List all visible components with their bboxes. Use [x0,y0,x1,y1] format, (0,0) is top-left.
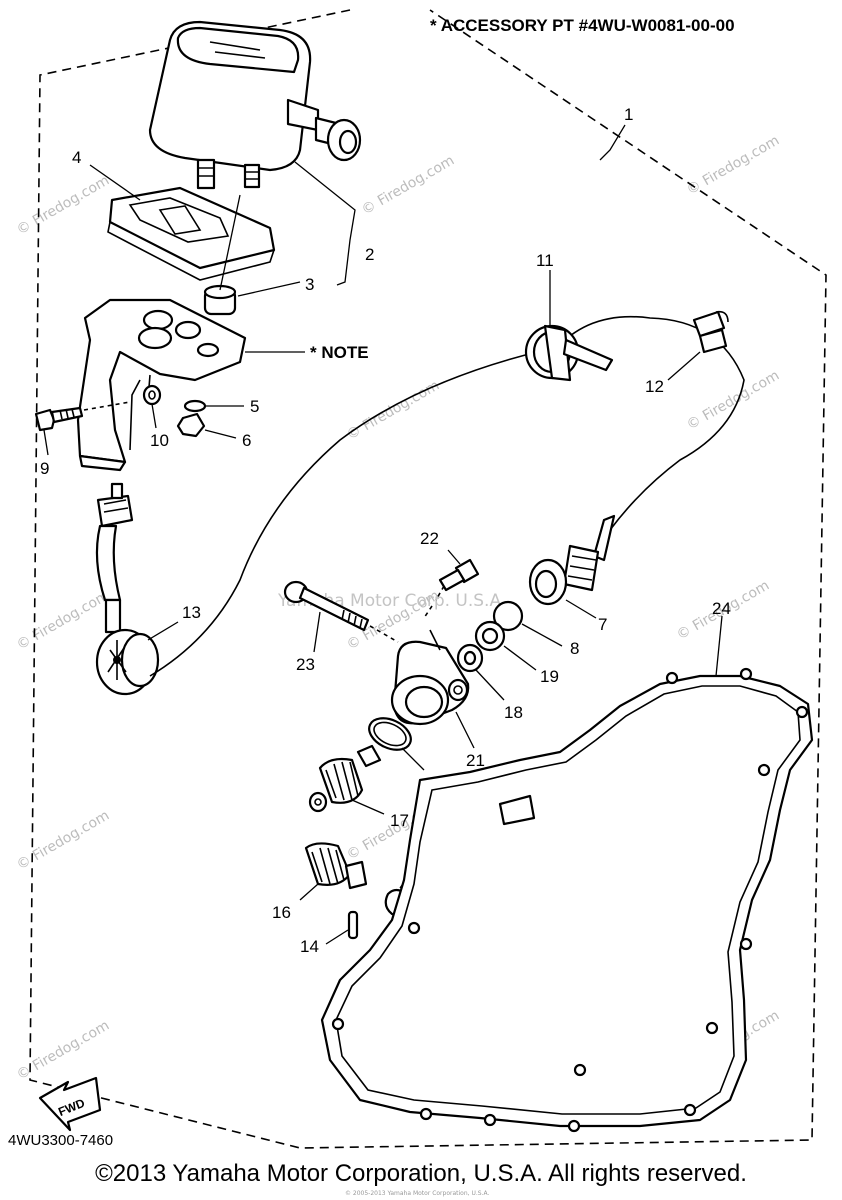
leader-6 [204,429,237,439]
long-bolt [283,580,399,643]
part-number-22: 22 [420,529,439,548]
leader-8 [521,623,563,647]
leader-19 [503,645,537,671]
watermark: © Firedog.com [14,1018,112,1084]
watermark: © Firedog.com [359,153,457,219]
oil-seal [474,620,506,652]
parts-diagram: © Firedog.com © Firedog.com © Firedog.co… [14,9,827,1149]
meter-stay [76,298,247,472]
o-ring-housing [368,717,412,751]
leader-20 [401,747,425,771]
part-number-6: 6 [242,431,251,450]
part-number-9: 9 [40,459,49,478]
watermark: © Firedog.com [14,808,112,874]
watermark: © Firedog.com [14,588,112,654]
part-number-17: 17 [390,811,409,830]
part-number-12: 12 [645,377,664,396]
part-number-7: 7 [598,615,607,634]
cable-clamp [692,310,729,354]
leader-10 [151,403,157,429]
leader-22 [447,549,461,565]
part-number-19: 19 [540,667,559,686]
copyright-text: ©2013 Yamaha Motor Corporation, U.S.A. A… [95,1160,747,1187]
leader-18 [475,669,505,701]
leader-21 [455,711,475,749]
watermark: © Firedog.com [684,133,782,199]
assembly-boundary [29,9,827,1149]
leader-14 [325,929,349,945]
part-number-23: 23 [296,655,315,674]
leader-24 [715,615,723,677]
part-number-3: 3 [305,275,314,294]
watermark: © Firedog.com [684,368,782,434]
damper [203,284,237,316]
speedometer-meter [148,20,362,190]
plain-washer [456,643,484,673]
driven-gear [304,842,368,890]
part-number-10: 10 [150,431,169,450]
leader-2 [294,161,356,286]
watermark: © Firedog.com [344,378,442,444]
part-number-2: 2 [365,245,374,264]
leader-12 [667,351,701,381]
part-number-14: 14 [300,937,319,956]
screw [423,558,480,619]
part-number-16: 16 [272,903,291,922]
tiny-footer: © 2005-2013 Yamaha Motor Corporation, U.… [345,1190,490,1197]
part-number-8: 8 [570,639,579,658]
note-label: * NOTE [310,343,369,362]
part-number-24: 24 [712,599,731,618]
collar [142,384,162,406]
leader-3 [237,281,301,297]
o-ring-inner [373,721,407,747]
part-number-11: 11 [536,251,554,270]
accessory-note: * ACCESSORY PT #4WU-W0081-00-00 [430,16,735,35]
part-number-21: 21 [466,751,485,770]
o-ring-cable [492,600,524,632]
assembly-line [219,194,241,291]
crankcase-gasket [320,667,814,1133]
speedometer-cable [95,315,745,696]
fwd-arrow-icon: FWD [38,1076,102,1132]
leader-1 [599,124,626,161]
leader-4 [89,164,141,201]
part-number-1: 1 [624,105,633,124]
leader-7 [565,599,597,619]
leader-17 [351,799,385,815]
leader-9 [43,429,49,456]
dowel-pin [347,910,359,940]
cable-band [524,324,614,382]
part-number-18: 18 [504,703,523,722]
leader-13 [147,621,179,641]
gear-housing [390,629,470,726]
leader-23 [313,611,321,653]
meter-holder-plate [107,186,276,281]
cable-end-fitting [528,514,616,606]
drive-gear [308,744,382,813]
watermark: © Firedog.com [14,173,112,239]
leader-16 [299,883,319,901]
part-number-13: 13 [182,603,201,622]
part-number-4: 4 [72,148,81,167]
nut [176,412,206,438]
washer [183,399,207,413]
diagram-code: 4WU3300-7460 [8,1132,114,1149]
bolt [34,401,131,432]
part-number-5: 5 [250,397,259,416]
